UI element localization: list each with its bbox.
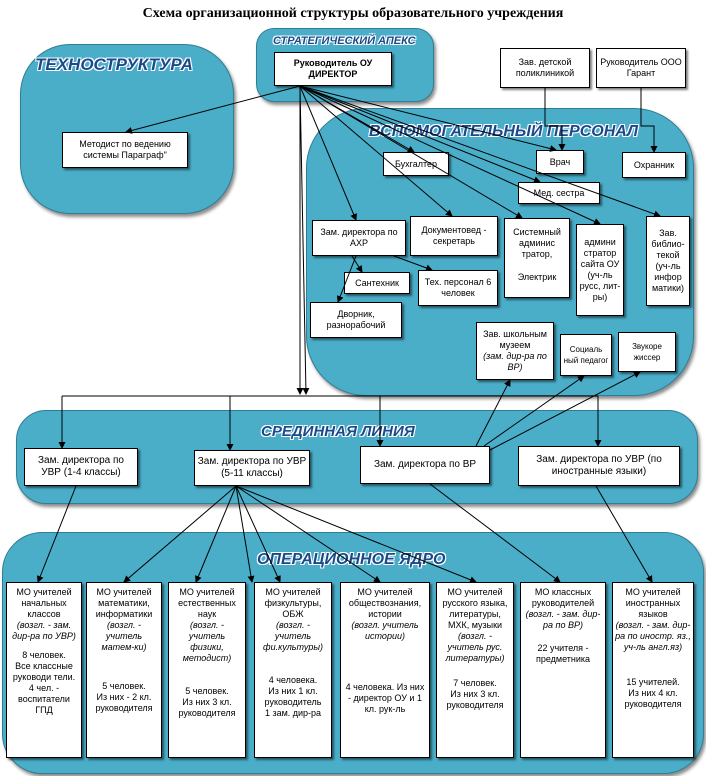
site-admin-label: админи стратор сайта ОУ (уч-ль русс, лит… xyxy=(579,237,621,302)
technostructure-zone: ТЕХНОСТРУКТУРА xyxy=(20,44,234,214)
electrician-label: Электрик xyxy=(517,272,557,282)
strategic-title: СТРАТЕГИЧЕСКИЙ АПЕКС xyxy=(273,35,416,47)
mo-stat: Из них 3 кл. руководителя xyxy=(446,689,504,710)
mo-box-2: МО учителей естественных наук (возгл. - … xyxy=(168,582,246,758)
mo-stat: 22 учителя - предметника xyxy=(535,643,591,664)
mo-stat: 8 человек. xyxy=(22,650,66,660)
clinic-head-label: Зав. детской поликлиникой xyxy=(515,57,575,78)
mo-stat: Из них - 2 кл. руководителя xyxy=(95,692,153,713)
mo-box-4: МО учителей обществознания, истории (воз… xyxy=(340,582,430,758)
museum-label: Зав. школьным музеем xyxy=(483,329,547,350)
page-title: Схема организационной структуры образова… xyxy=(142,6,564,21)
sysadmin-label: Системный админис тратор, xyxy=(513,227,561,259)
site-admin-box: админи стратор сайта ОУ (уч-ль русс, лит… xyxy=(576,224,624,316)
museum-box: Зав. школьным музеем (зам. дир-ра по ВР) xyxy=(476,322,554,380)
garant-head-label: Руководитель ООО Гарант xyxy=(600,57,682,78)
deputy-vr-label: Зам. директора по ВР xyxy=(373,459,477,470)
middle-title: СРЕДИННАЯ ЛИНИЯ xyxy=(261,423,415,440)
mo-note: (возгл. - зам. дир-ра по ВР) xyxy=(525,609,601,630)
mo-note: (возгл. - учитель физики, методист) xyxy=(182,620,232,663)
mo-name: МО учителей начальных классов xyxy=(16,587,72,619)
technostructure-title: ТЕХНОСТРУКТУРА xyxy=(35,55,193,74)
doctor-label: Врач xyxy=(549,156,571,167)
mo-name: МО учителей обществознания, истории xyxy=(348,587,422,619)
director-box: Руководитель ОУ ДИРЕКТОР xyxy=(274,52,392,86)
deputy-uvr-5-11-box: Зам. директора по УВР (5-11 классы) xyxy=(194,450,310,486)
mo-name: МО учителей математики, информатики xyxy=(95,587,153,619)
mo-stat: Все классные руководи тели. xyxy=(12,661,76,682)
director-label: Руководитель ОУ ДИРЕКТОР xyxy=(293,58,373,79)
deputy-uvr-1-4-box: Зам. директора по УВР (1-4 классы) xyxy=(24,448,138,486)
tech-staff-box: Тех. персонал 6 человек xyxy=(418,270,498,306)
deputy-vr-box: Зам. директора по ВР xyxy=(360,446,490,484)
accountant-box: Бухгалтер xyxy=(383,152,449,176)
mo-stat: 5 человек. xyxy=(102,681,146,691)
doctor-box: Врач xyxy=(536,150,584,174)
mo-note: (возгл. - учитель матем-ки) xyxy=(101,620,147,652)
mo-stat: 4 человека. Из них - директор ОУ и 1 кл.… xyxy=(345,682,425,714)
mo-note: (возгл. - учитель фи.культуры) xyxy=(263,620,323,652)
librarian-box: Зав. библио- текой (уч-ль инфор матики) xyxy=(646,216,690,306)
mo-stat: Из них 4 кл. руководителя xyxy=(624,688,682,709)
mo-box-6: МО классных руководителей (возгл. - зам.… xyxy=(520,582,606,758)
mo-stat: 15 учителей. xyxy=(626,677,680,687)
social-box: Социаль ный педагог xyxy=(560,334,612,376)
mo-stat: 4 человека. xyxy=(268,675,318,685)
deputy-ahr-box: Зам. директора по АХР xyxy=(312,220,406,256)
deputy-ahr-label: Зам. директора по АХР xyxy=(320,227,398,248)
mo-box-3: МО учителей физкультуры, ОБЖ (возгл. - у… xyxy=(254,582,332,758)
mo-stat: 1 зам. дир-ра xyxy=(264,708,322,718)
sound-box: Звукоре жиссер xyxy=(618,332,676,372)
core-title: ОПЕРАЦИОННОЕ ЯДРО xyxy=(257,551,446,568)
docs-label: Документовед - секретарь xyxy=(421,225,487,246)
mo-box-5: МО учителей русского языка, литературы, … xyxy=(436,582,514,758)
deputy-uvr-lang-label: Зам. директора по УВР (по иностранные яз… xyxy=(536,454,662,477)
nurse-box: Мед. сестра xyxy=(518,182,600,204)
guard-label: Охранник xyxy=(633,159,675,170)
librarian-label: Зав. библио- текой (уч-ль инфор матики) xyxy=(651,228,685,293)
mo-note: (возгл. - зам. дир-ра по УВР) xyxy=(12,620,76,641)
mo-box-7: МО учителей иностранных языков (возгл. -… xyxy=(612,582,694,758)
mo-name: МО учителей русского языка, литературы, … xyxy=(442,587,508,630)
docs-box: Документовед - секретарь xyxy=(410,216,498,256)
social-label: Социаль ный педагог xyxy=(563,345,609,365)
accountant-label: Бухгалтер xyxy=(394,158,438,169)
mo-stat: Из них 3 кл. руководителя xyxy=(178,697,236,718)
tech-staff-label: Тех. персонал 6 человек xyxy=(424,277,492,298)
mo-stat: 7 человек. xyxy=(453,678,497,688)
mo-box-1: МО учителей математики, информатики (воз… xyxy=(86,582,162,758)
guard-box: Охранник xyxy=(622,152,686,178)
museum-note: (зам. дир-ра по ВР) xyxy=(483,351,547,372)
janitor-label: Дворник, разнорабочий xyxy=(326,309,386,330)
deputy-uvr-1-4-label: Зам. директора по УВР (1-4 классы) xyxy=(38,455,124,478)
mo-box-0: МО учителей начальных классов (возгл. - … xyxy=(6,582,82,758)
garant-head-box: Руководитель ООО Гарант xyxy=(596,48,686,88)
janitor-box: Дворник, разнорабочий xyxy=(310,302,402,338)
deputy-uvr-5-11-label: Зам. директора по УВР (5-11 классы) xyxy=(197,456,307,479)
mo-name: МО учителей физкультуры, ОБЖ xyxy=(264,587,322,619)
mo-name: МО учителей естественных наук xyxy=(178,587,236,619)
mo-note: (возгл. - учитель рус. литературы) xyxy=(445,631,505,663)
nurse-label: Мед. сестра xyxy=(533,187,585,198)
deputy-uvr-lang-box: Зам. директора по УВР (по иностранные яз… xyxy=(518,446,680,486)
mo-name: МО учителей иностранных языков xyxy=(625,587,681,619)
mo-note: (возгл. - зам. дир-ра по иностр. яз., уч… xyxy=(615,620,691,652)
methodist-label: Методист по ведению системы Параграф" xyxy=(79,139,171,160)
plumber-label: Сантехник xyxy=(355,277,399,288)
mo-note: (возгл. учитель истории) xyxy=(351,620,419,641)
clinic-head-box: Зав. детской поликлиникой xyxy=(500,48,590,88)
methodist-box: Методист по ведению системы Параграф" xyxy=(62,132,188,168)
mo-name: МО классных руководителей xyxy=(531,587,595,608)
mo-stat: 4 чел. - воспитатели ГПД xyxy=(18,683,70,715)
sound-label: Звукоре жиссер xyxy=(632,342,662,362)
plumber-box: Сантехник xyxy=(344,272,410,294)
support-title: ВСПОМОГАТЕЛЬНЫЙ ПЕРСОНАЛ xyxy=(369,123,638,140)
mo-stat: 5 человек. xyxy=(185,686,229,696)
mo-stat: Из них 1 кл. руководитель xyxy=(264,686,322,707)
sysadmin-box: Системный админис тратор, Электрик xyxy=(504,218,570,298)
